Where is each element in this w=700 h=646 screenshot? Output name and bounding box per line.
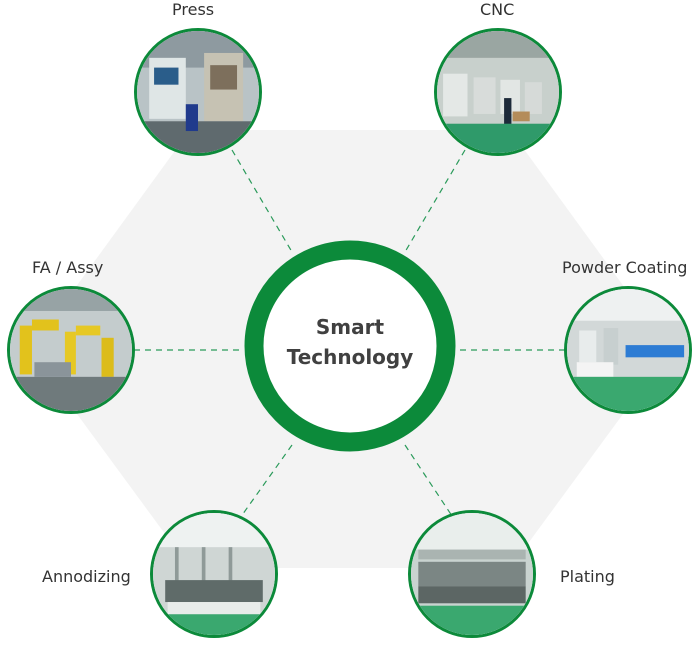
center-title: Smart Technology [250, 312, 450, 372]
label-annodizing: Annodizing [42, 567, 131, 586]
connector-annodizing [234, 444, 293, 526]
photo-plating [408, 510, 536, 638]
label-plating: Plating [560, 567, 615, 586]
connector-cnc [404, 149, 466, 253]
photo-cnc [434, 28, 562, 156]
photo-powder-coating [564, 286, 692, 414]
label-cnc: CNC [480, 0, 515, 19]
label-press: Press [172, 0, 215, 19]
connector-press [231, 149, 293, 253]
photo-press [134, 28, 262, 156]
label-powder-coating: Powder Coating [562, 258, 688, 277]
connector-plating [404, 444, 459, 526]
photo-annodizing [150, 510, 278, 638]
center-title-line2: Technology [286, 345, 414, 369]
center-title-line1: Smart [315, 315, 385, 339]
label-fa-assy: FA / Assy [32, 258, 104, 277]
photo-fa-assy [7, 286, 135, 414]
center-ring [244, 240, 456, 452]
